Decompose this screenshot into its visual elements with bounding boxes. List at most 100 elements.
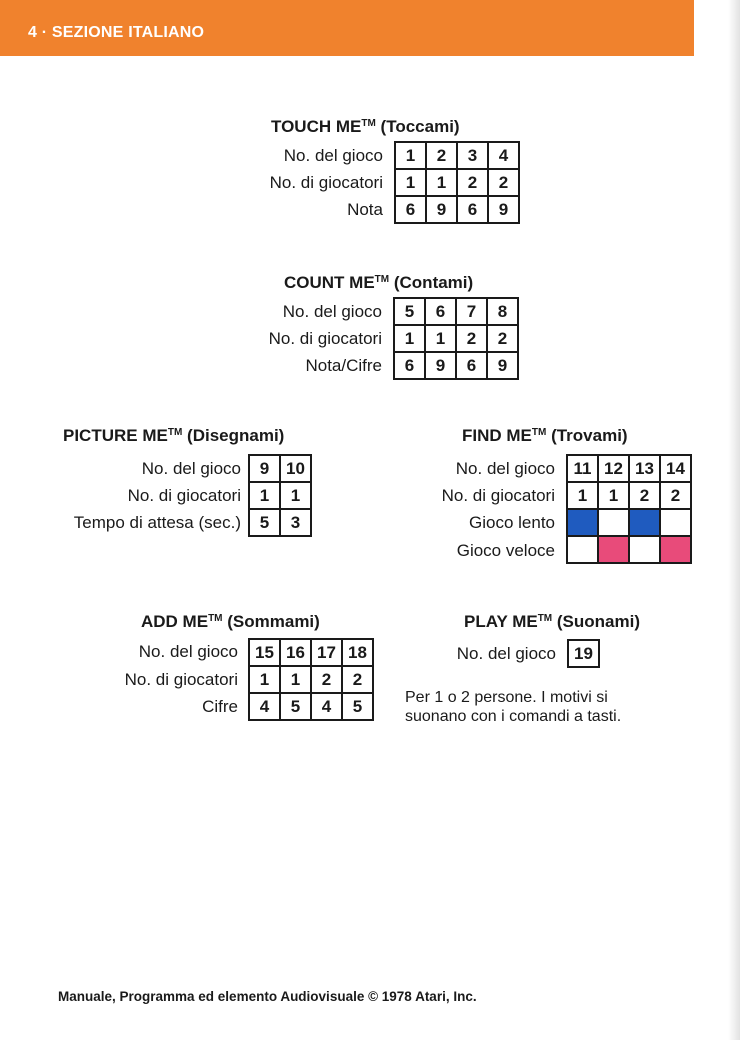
table-row: 19 xyxy=(567,639,600,668)
table-cell: 2 xyxy=(341,665,374,694)
table-row: 1 1 2 2 xyxy=(394,168,520,197)
table-cell: 1 xyxy=(424,324,457,353)
table-row: 1 1 2 2 xyxy=(566,481,692,510)
table-cell: 2 xyxy=(486,324,519,353)
table-cell: 4 xyxy=(310,692,343,721)
slow-mode-cell xyxy=(659,508,692,537)
table-cell: 2 xyxy=(628,481,661,510)
table-cell: 19 xyxy=(567,639,600,668)
find-me-title: FIND METM (Trovami) xyxy=(462,426,628,445)
table-row: 1 1 2 2 xyxy=(248,665,374,694)
find-me-table: 11 12 13 14 1 1 2 2 xyxy=(566,454,692,564)
table-row: 4 5 4 5 xyxy=(248,692,374,721)
add-me-label-digits: Cifre xyxy=(202,697,238,716)
table-cell: 2 xyxy=(659,481,692,510)
play-me-description-line: Per 1 o 2 persone. I motivi si xyxy=(405,689,608,706)
table-cell: 7 xyxy=(455,297,488,326)
table-cell: 5 xyxy=(341,692,374,721)
slow-mode-cell xyxy=(566,508,599,537)
table-cell: 9 xyxy=(487,195,520,224)
table-cell: 2 xyxy=(456,168,489,197)
fast-mode-cell xyxy=(597,535,630,564)
table-cell: 5 xyxy=(279,692,312,721)
table-cell: 6 xyxy=(424,297,457,326)
count-me-label-players: No. di giocatori xyxy=(268,329,382,348)
picture-me-title: PICTURE METM (Disegnami) xyxy=(63,426,285,445)
table-cell: 5 xyxy=(393,297,426,326)
touch-me-table: 1 2 3 4 1 1 2 2 6 9 6 9 xyxy=(394,141,520,224)
table-cell: 3 xyxy=(279,508,312,537)
play-me-table: 19 xyxy=(567,639,600,668)
table-cell: 2 xyxy=(455,324,488,353)
fast-mode-cell xyxy=(628,535,661,564)
slow-mode-cell xyxy=(597,508,630,537)
table-cell: 1 xyxy=(279,481,312,510)
table-cell: 9 xyxy=(424,351,457,380)
play-me-label-game: No. del gioco xyxy=(456,644,556,663)
table-cell: 1 xyxy=(597,481,630,510)
table-cell: 5 xyxy=(248,508,281,537)
find-me-label-slow: Gioco lento xyxy=(469,513,555,532)
table-cell: 1 xyxy=(566,481,599,510)
table-cell: 16 xyxy=(279,638,312,667)
add-me-title: ADD METM (Sommami) xyxy=(141,612,320,631)
table-cell: 2 xyxy=(310,665,343,694)
table-cell: 11 xyxy=(566,454,599,483)
table-cell: 2 xyxy=(487,168,520,197)
table-row: 1 2 3 4 xyxy=(394,141,520,170)
page-edge xyxy=(728,0,740,1040)
touch-me-label-note: Nota xyxy=(347,200,383,219)
find-me-label-game: No. del gioco xyxy=(455,459,555,478)
touch-me-title: TOUCH METM (Toccami) xyxy=(271,117,460,136)
count-me-label-game: No. del gioco xyxy=(282,302,382,321)
table-row xyxy=(566,508,692,537)
touch-me-label-players: No. di giocatori xyxy=(269,173,383,192)
add-me-table: 15 16 17 18 1 1 2 2 4 5 4 5 xyxy=(248,638,374,721)
picture-me-label-players: No. di giocatori xyxy=(127,486,241,505)
table-row: 15 16 17 18 xyxy=(248,638,374,667)
table-cell: 10 xyxy=(279,454,312,483)
table-cell: 2 xyxy=(425,141,458,170)
add-me-label-game: No. del gioco xyxy=(138,642,238,661)
table-cell: 6 xyxy=(393,351,426,380)
table-cell: 13 xyxy=(628,454,661,483)
table-cell: 3 xyxy=(456,141,489,170)
table-cell: 6 xyxy=(394,195,427,224)
count-me-table: 5 6 7 8 1 1 2 2 6 9 6 9 xyxy=(393,297,519,380)
find-me-label-players: No. di giocatori xyxy=(441,486,555,505)
table-cell: 1 xyxy=(248,481,281,510)
table-cell: 6 xyxy=(455,351,488,380)
touch-me-label-game: No. del gioco xyxy=(283,146,383,165)
table-cell: 12 xyxy=(597,454,630,483)
table-row: 11 12 13 14 xyxy=(566,454,692,483)
picture-me-label-game: No. del gioco xyxy=(141,459,241,478)
count-me-label-note: Nota/Cifre xyxy=(305,356,382,375)
table-row: 1 1 xyxy=(248,481,312,510)
add-me-label-players: No. di giocatori xyxy=(124,670,238,689)
picture-me-table: 9 10 1 1 5 3 xyxy=(248,454,312,537)
table-cell: 1 xyxy=(394,141,427,170)
picture-me-label-wait: Tempo di attesa (sec.) xyxy=(73,513,241,532)
table-cell: 1 xyxy=(425,168,458,197)
table-cell: 1 xyxy=(279,665,312,694)
count-me-title: COUNT METM (Contami) xyxy=(284,273,474,292)
table-cell: 6 xyxy=(456,195,489,224)
slow-mode-cell xyxy=(628,508,661,537)
table-row: 6 9 6 9 xyxy=(393,351,519,380)
section-header: 4 · SEZIONE ITALIANO xyxy=(28,24,205,41)
table-cell: 9 xyxy=(248,454,281,483)
table-cell: 8 xyxy=(486,297,519,326)
table-cell: 18 xyxy=(341,638,374,667)
table-cell: 9 xyxy=(425,195,458,224)
table-row: 5 6 7 8 xyxy=(393,297,519,326)
table-row xyxy=(566,535,692,564)
fast-mode-cell xyxy=(659,535,692,564)
copyright-footer: Manuale, Programma ed elemento Audiovisu… xyxy=(58,989,477,1004)
fast-mode-cell xyxy=(566,535,599,564)
table-row: 5 3 xyxy=(248,508,312,537)
header-bar xyxy=(0,0,694,56)
table-row: 6 9 6 9 xyxy=(394,195,520,224)
play-me-description: Per 1 o 2 persone. I motivi si suonano c… xyxy=(405,688,621,726)
table-cell: 9 xyxy=(486,351,519,380)
play-me-description-line: suonano con i comandi a tasti. xyxy=(405,708,622,725)
